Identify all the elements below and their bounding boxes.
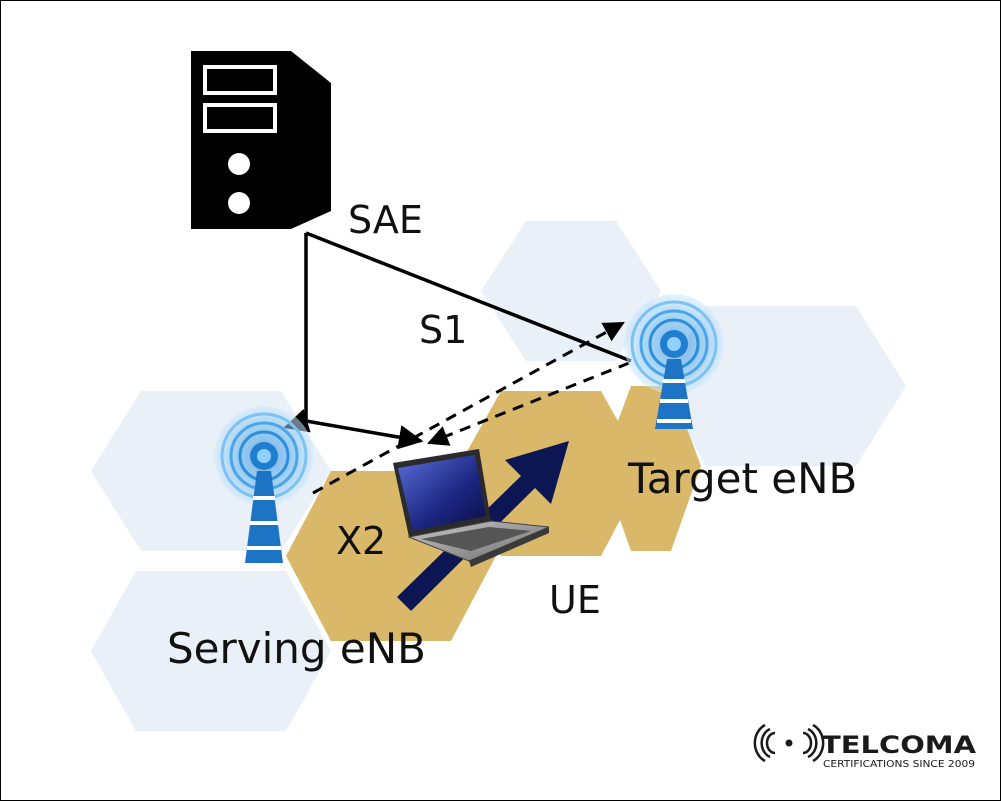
link-to-ue [305,419,424,450]
cell-hex [91,571,331,731]
signal-icon [753,723,825,763]
target-enb-label: Target eNB [627,454,857,503]
serving-enb-label: Serving eNB [167,624,426,673]
dashed-target-to-ue [427,361,630,446]
serving-antenna-icon [214,406,314,563]
x2-label: X2 [336,519,386,563]
x2-dashed-links [312,321,630,495]
brand-name: TELCOMA [821,731,977,759]
server-icon [191,51,331,229]
sae-label: SAE [348,198,423,242]
brand-tagline: CERTIFICATIONS SINCE 2009 [823,759,975,770]
s1-links [283,231,632,450]
s1-label: S1 [419,308,467,352]
laptop-icon [393,449,550,567]
target-antenna-icon [624,294,724,429]
ue-label: UE [549,578,601,622]
telcoma-logo: TELCOMA CERTIFICATIONS SINCE 2009 [753,723,977,770]
dashed-serving-to-target [312,321,625,495]
sae-to-target-line [305,231,632,363]
